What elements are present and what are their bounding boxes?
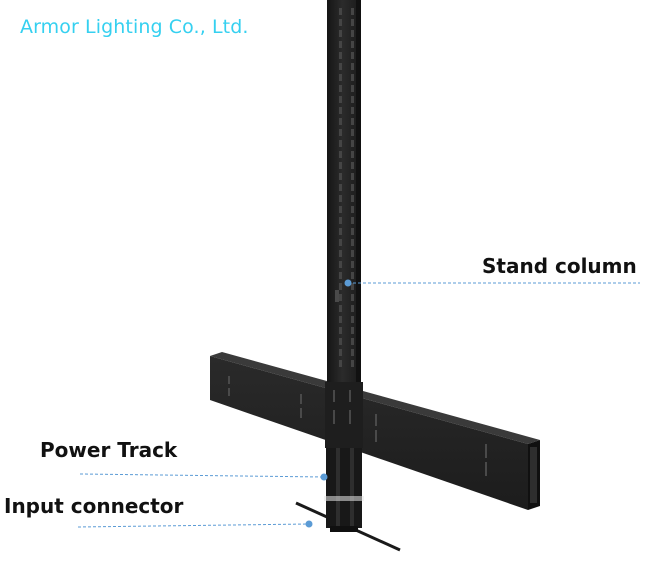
input-connector [295,448,401,552]
column-slot-hole [339,173,342,180]
label-input-connector: Input connector [4,494,184,518]
column-slot-hole [339,272,342,279]
column-slot-hole [339,63,342,70]
column-slot-hole [339,107,342,114]
column-slot-hole [351,74,354,81]
column-slot-hole [339,74,342,81]
callout-stand-column [344,279,640,287]
column-slot-hole [339,151,342,158]
column-slot-hole [339,52,342,59]
column-slot-hole [339,250,342,257]
column-slot-hole [351,250,354,257]
column-slot-hole [339,30,342,37]
column-slot-hole [339,41,342,48]
column-slot-hole [351,140,354,147]
column-slot-hole [351,327,354,334]
stand-column [325,0,363,448]
column-slot-hole [339,195,342,202]
column-slot-hole [351,305,354,312]
column-slot-hole [351,19,354,26]
column-slot-hole [351,217,354,224]
column-slot-hole [351,228,354,235]
column-slot-hole [339,327,342,334]
column-slot-hole [351,63,354,70]
column-slot-hole [351,52,354,59]
label-stand-column: Stand column [482,254,637,278]
column-slot-hole [351,8,354,15]
column-slot-hole [351,184,354,191]
column-slot-hole [339,19,342,26]
column-slot-hole [351,118,354,125]
column-slot-hole [339,239,342,246]
column-slot-hole [351,261,354,268]
column-slot-hole [339,228,342,235]
column-slot-hole [351,283,354,290]
column-slot-hole [339,184,342,191]
column-slot-hole [339,206,342,213]
callout-input-connector [77,520,313,528]
column-slot-hole [339,96,342,103]
column-slot-hole [351,30,354,37]
brand-watermark: Armor Lighting Co., Ltd. [20,16,249,38]
column-slot-hole [351,107,354,114]
column-slot-hole [339,85,342,92]
column-slot-hole [339,261,342,268]
column-slot-hole [351,151,354,158]
column-slot-hole [339,8,342,15]
column-slot-hole [351,316,354,323]
column-slot-hole [351,162,354,169]
column-slot-hole [339,360,342,367]
column-slot-hole [351,41,354,48]
column-slot-hole [351,173,354,180]
column-slot-hole [351,96,354,103]
column-slot-hole [351,360,354,367]
column-slot-hole [339,283,342,290]
column-slot-hole [339,349,342,356]
power-track-beam [210,352,540,510]
column-slot-hole [339,217,342,224]
column-slot-hole [351,129,354,136]
label-power-track: Power Track [40,438,178,462]
column-slot-hole [351,195,354,202]
column-slot-hole [339,140,342,147]
column-slot-hole [351,206,354,213]
column-slot-hole [351,294,354,301]
callout-power-track [79,473,328,481]
column-slot-holes [339,8,354,367]
column-slot-hole [339,294,342,301]
column-slot-hole [339,338,342,345]
column-slot-hole [339,129,342,136]
column-slot-hole [351,338,354,345]
column-slot-hole [351,239,354,246]
column-slot-hole [351,349,354,356]
column-slot-hole [351,272,354,279]
column-slot-hole [339,305,342,312]
column-slot-hole [339,316,342,323]
column-slot-hole [339,162,342,169]
column-slot-hole [351,85,354,92]
column-slot-hole [339,118,342,125]
